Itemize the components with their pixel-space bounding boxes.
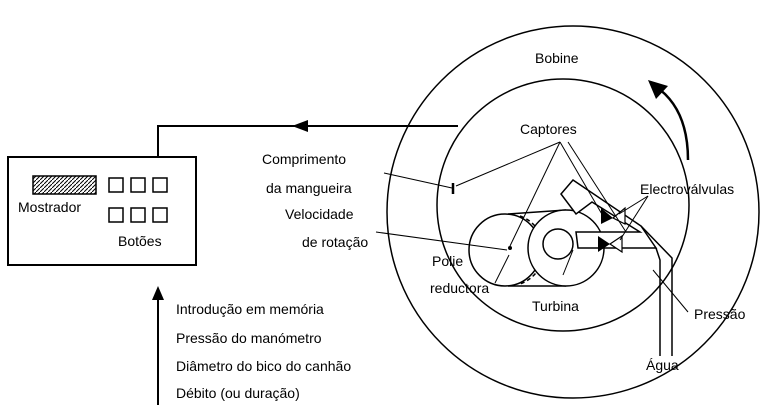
turbine [527, 209, 605, 287]
label-captores: Captores [520, 121, 577, 137]
input-line-4: Débito (ou duração) [176, 385, 300, 401]
button-grid [108, 177, 168, 223]
leader-lines [375, 141, 689, 313]
sensor-marks [451, 183, 512, 250]
input-line-2: Pressão do manómetro [176, 330, 322, 346]
rotation-arrow [648, 80, 690, 161]
label-mostrador: Mostrador [18, 199, 82, 215]
label-turbina: Turbina [532, 298, 579, 314]
label-de-rotacao: de rotação [302, 234, 369, 250]
label-agua: Água [646, 357, 679, 373]
input-arrow [152, 286, 164, 405]
signal-line [157, 120, 458, 157]
reel-inner-circle [436, 78, 690, 332]
label-comprimento: Comprimento [262, 151, 347, 167]
label-polie: Polie [432, 253, 464, 269]
label-pressao: Pressão [694, 306, 746, 322]
label-reductora: reductora [430, 280, 490, 296]
label-da-mangueira: da mangueira [266, 180, 352, 196]
input-line-3: Diâmetro do bico do canhão [176, 358, 352, 374]
label-velocidade: Velocidade [285, 206, 354, 222]
input-line-1: Introdução em memória [176, 301, 324, 317]
reel-outer-circle [386, 25, 760, 399]
label-bobine: Bobine [535, 50, 579, 66]
display-screen [32, 175, 97, 195]
label-electrovalvulas: Electroválvulas [640, 181, 735, 197]
electrovalve-lower [598, 234, 623, 254]
label-botoes: Botões [118, 233, 162, 249]
